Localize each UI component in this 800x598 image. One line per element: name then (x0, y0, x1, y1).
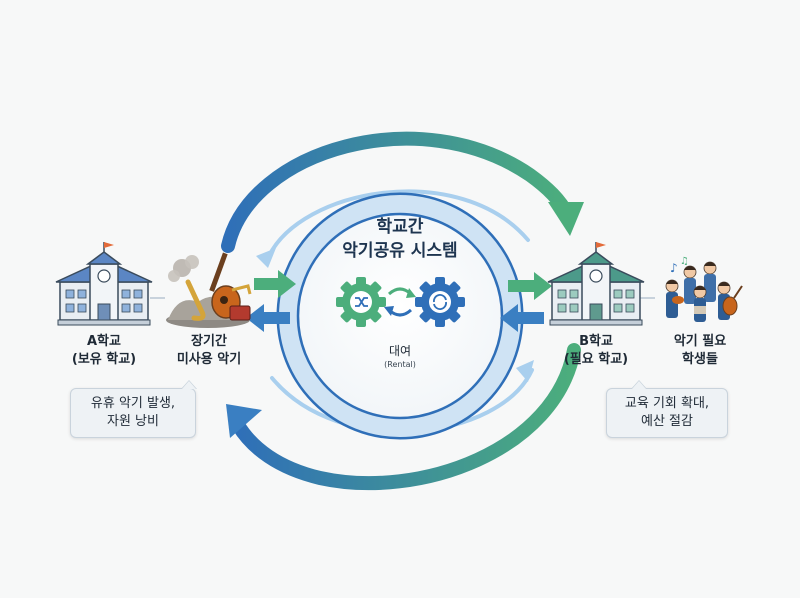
students-line2: 학생들 (682, 351, 718, 367)
ring-connector-arrows (246, 270, 552, 332)
callout-waste-line1: 유휴 악기 발생, (90, 396, 176, 411)
students-icon: ♪ ♫ (665, 256, 743, 322)
callout-benefit: 교육 기회 확대, 예산 절감 (606, 380, 728, 438)
exchange-arrows-icon (384, 287, 416, 317)
school-b-name: B학교 (579, 333, 613, 349)
svg-text:♫: ♫ (680, 256, 689, 267)
callout-benefit-line1: 교육 기회 확대, (624, 396, 710, 411)
students-line1: 악기 필요 (674, 333, 726, 349)
rental-label: 대여 (389, 344, 411, 358)
outer-cycle-arrows (221, 131, 584, 491)
rental-sublabel: (Rental) (384, 360, 416, 369)
school-building-icon (547, 242, 645, 326)
school-a-name: A학교 (87, 333, 121, 349)
gear-shuffle-icon (336, 277, 386, 327)
idle-instruments-line2: 미사용 악기 (177, 351, 241, 367)
school-building-icon (55, 242, 153, 326)
center-title-line2: 악기공유 시스템 (342, 241, 457, 261)
callout-benefit-line2: 예산 절감 (641, 414, 693, 429)
svg-text:♪: ♪ (670, 261, 678, 275)
instruments-icon (166, 252, 252, 328)
callout-waste: 유휴 악기 발생, 자원 낭비 (70, 380, 197, 438)
center-title-line1: 학교간 (377, 217, 424, 237)
callout-waste-line2: 자원 낭비 (107, 414, 159, 429)
school-b-role: (필요 학교) (564, 351, 628, 367)
gear-refresh-icon (415, 277, 465, 327)
school-a-role: (보유 학교) (72, 351, 136, 367)
idle-instruments-line1: 장기간 (191, 333, 227, 349)
